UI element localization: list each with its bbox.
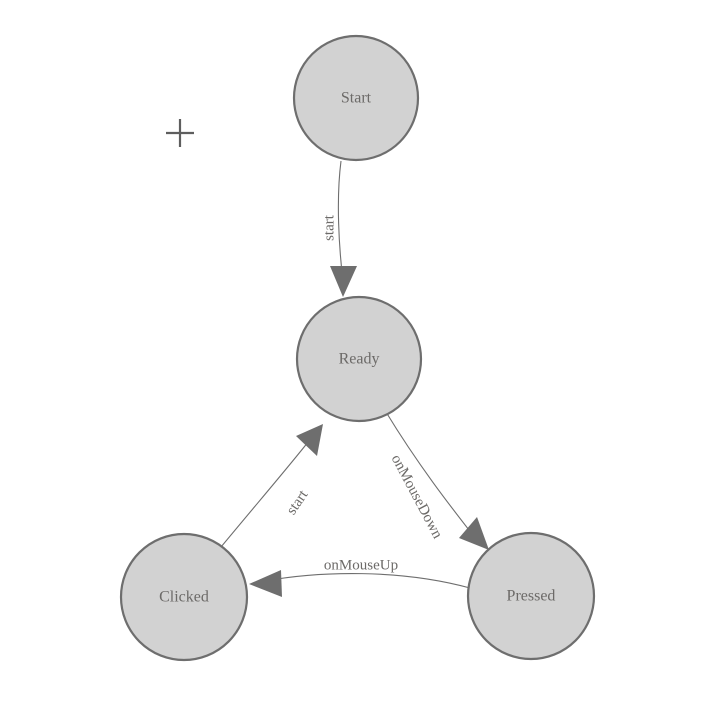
arrowhead-icon <box>330 266 357 297</box>
edge-start-to-ready[interactable] <box>330 160 357 297</box>
node-circle <box>119 532 249 662</box>
edge-label-clicked-to-ready: start <box>284 487 312 518</box>
edge-pressed-to-clicked[interactable] <box>249 570 471 597</box>
nodes-layer: Start Ready Clicked Pressed <box>119 34 596 662</box>
edge-path <box>264 572 471 589</box>
edge-label-pressed-to-clicked: onMouseUp <box>324 557 398 573</box>
node-clicked[interactable]: Clicked <box>119 532 249 662</box>
node-label: Start <box>341 90 372 107</box>
node-circle <box>295 295 423 423</box>
crosshair-icon[interactable] <box>166 119 194 147</box>
node-label: Clicked <box>159 589 209 606</box>
node-circle <box>292 34 420 162</box>
node-ready[interactable]: Ready <box>295 295 423 423</box>
edge-ready-to-pressed[interactable] <box>385 411 489 550</box>
arrowhead-icon <box>459 517 489 550</box>
edge-clicked-to-ready[interactable] <box>220 424 323 548</box>
edges-layer <box>220 160 489 597</box>
arrowhead-icon <box>249 570 282 597</box>
edge-path <box>337 160 344 282</box>
node-label: Ready <box>339 351 380 368</box>
node-start[interactable]: Start <box>292 34 420 162</box>
node-circle <box>466 531 596 661</box>
node-pressed[interactable]: Pressed <box>466 531 596 661</box>
edge-label-start-to-ready: start <box>321 214 337 241</box>
edge-label-ready-to-pressed: onMouseDown <box>388 452 446 542</box>
node-label: Pressed <box>507 588 556 605</box>
arrowhead-icon <box>296 424 323 456</box>
